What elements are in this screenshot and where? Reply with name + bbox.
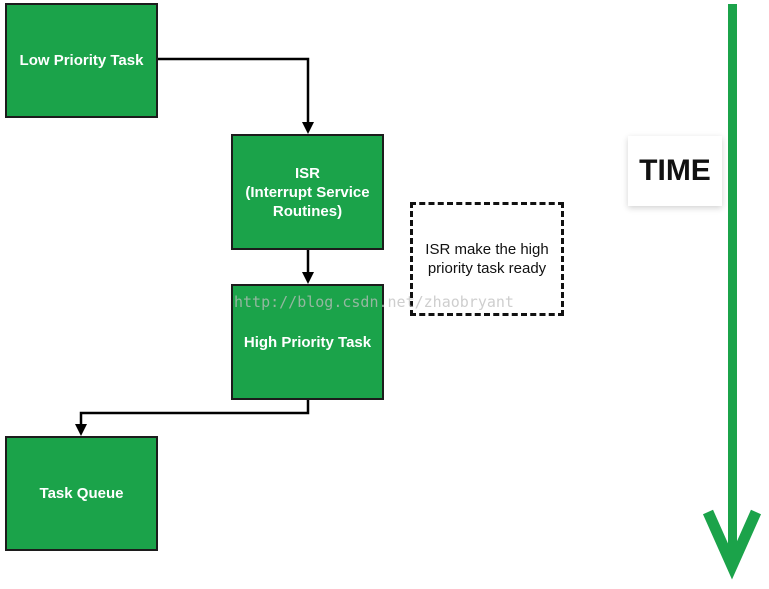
high-priority-task-label: High Priority Task [243,333,372,351]
time-label: TIME [628,136,722,206]
task-queue-label: Task Queue [39,485,124,502]
arrowhead-high [302,272,314,284]
arrowhead-isr [302,122,314,134]
down-arrow-icon [702,4,762,580]
isr-box: ISR (Interrupt Service Routines) [231,134,384,250]
task-queue-box: Task Queue [5,436,158,551]
high-priority-task-box: High Priority Task [231,284,384,400]
isr-note-text: ISR make the high priority task ready [425,241,549,277]
low-priority-task-box: Low Priority Task [5,3,158,118]
arrowhead-queue [75,424,87,436]
connector-high-to-queue [79,400,310,426]
time-label-text: TIME [639,154,711,187]
low-priority-task-label: Low Priority Task [19,52,144,69]
isr-label: ISR (Interrupt Service Routines) [245,164,370,220]
isr-note-box: ISR make the high priority task ready [410,202,564,316]
connector-low-to-isr [158,57,310,124]
